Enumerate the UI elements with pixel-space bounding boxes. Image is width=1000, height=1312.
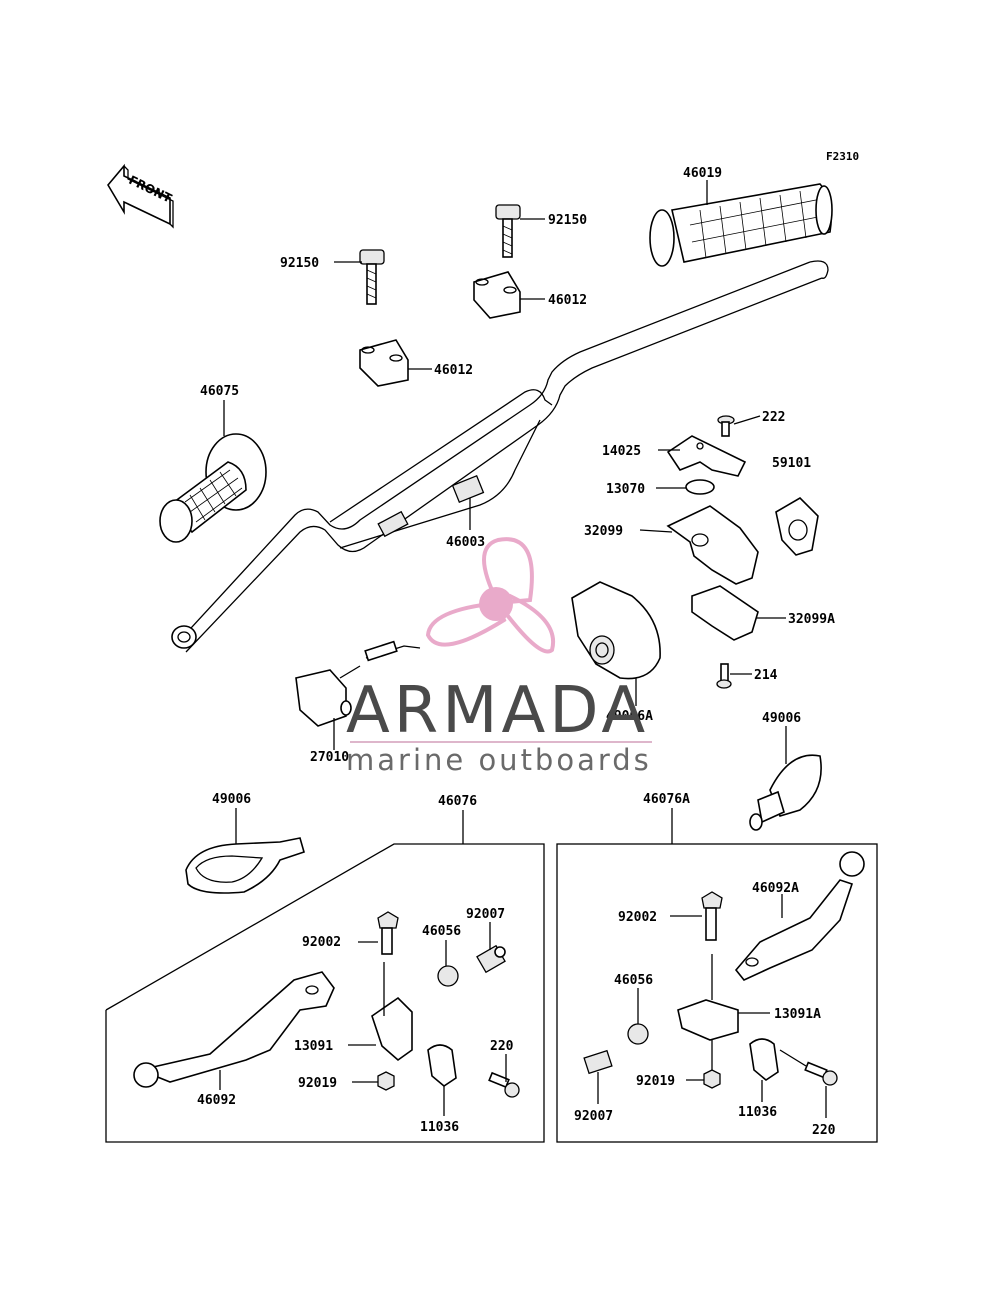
- label-46092: 46092: [197, 1093, 236, 1108]
- label-220-left: 220: [490, 1039, 514, 1054]
- label-46012-upper: 46012: [548, 293, 587, 308]
- label-14025: 14025: [602, 444, 641, 459]
- box-46076: [105, 843, 545, 1143]
- label-92002-left: 92002: [302, 935, 341, 950]
- nut-92019-right: [703, 1069, 721, 1089]
- label-32099: 32099: [584, 524, 623, 539]
- holder-13091: [371, 996, 413, 1062]
- right-grip-46019: [649, 183, 833, 267]
- label-46092A: 46092A: [752, 881, 799, 896]
- watermark-name: ARMADA: [346, 674, 649, 748]
- bolt-92150-left: [359, 249, 385, 305]
- label-92019-right: 92019: [636, 1074, 675, 1089]
- label-46075: 46075: [200, 384, 239, 399]
- label-46076A: 46076A: [643, 792, 690, 807]
- label-59101: 59101: [772, 456, 811, 471]
- label-92150-right: 92150: [548, 213, 587, 228]
- clamp-11036-left: [427, 1044, 457, 1087]
- guard-49006-left: [185, 837, 305, 894]
- leader-lines: [219, 180, 827, 1118]
- label-46076: 46076: [438, 794, 477, 809]
- label-214: 214: [754, 668, 778, 683]
- ring-13070: [685, 479, 715, 495]
- label-13070: 13070: [606, 482, 645, 497]
- screw-214: [716, 663, 732, 689]
- label-222: 222: [762, 410, 785, 425]
- label-13091A: 13091A: [774, 1007, 821, 1022]
- figure-code: F2310: [826, 150, 859, 163]
- clamp-46012-upper: [473, 271, 521, 319]
- label-49006-right: 49006: [762, 711, 801, 726]
- clamp-46012-lower: [359, 339, 409, 387]
- cover-14025: [666, 435, 747, 477]
- label-46012-lower: 46012: [434, 363, 473, 378]
- label-11036-right: 11036: [738, 1105, 777, 1120]
- adjuster-92007-right: [583, 1049, 613, 1075]
- bolt-92002-left: [377, 911, 399, 955]
- front-arrow-icon: FRONT: [107, 163, 175, 229]
- adjuster-92007-left: [476, 944, 506, 974]
- label-92019-left: 92019: [298, 1076, 337, 1091]
- box-46076A: [556, 843, 878, 1143]
- nut-92019-left: [377, 1071, 395, 1091]
- switch-27010: [295, 640, 421, 727]
- part-labels: 46019 92150 92150 46012 46012 46075 222 …: [197, 166, 836, 1138]
- part-59101: [775, 496, 819, 556]
- label-220-right: 220: [812, 1123, 836, 1138]
- label-46003: 46003: [446, 535, 485, 550]
- screw-222: [717, 415, 735, 437]
- label-92007-left: 92007: [466, 907, 505, 922]
- watermark-tagline: marine outboards: [346, 743, 652, 777]
- left-grip-46075: [159, 433, 267, 543]
- housing-32099: [666, 505, 759, 585]
- label-13091: 13091: [294, 1039, 333, 1054]
- lever-46092: [133, 971, 335, 1088]
- propeller-logo-icon: [425, 537, 556, 654]
- clamp-11036-right: [749, 1038, 779, 1081]
- label-46056-left: 46056: [422, 924, 461, 939]
- label-49006A: 49006A: [606, 709, 653, 724]
- bolt-92150-right: [495, 204, 521, 258]
- adjuster-46056-left: [437, 965, 459, 987]
- bolt-220-left: [488, 1071, 520, 1098]
- label-27010: 27010: [310, 750, 349, 765]
- lever-46092A: [734, 851, 865, 981]
- label-11036-left: 11036: [420, 1120, 459, 1135]
- label-46019: 46019: [683, 166, 722, 181]
- label-92002-right: 92002: [618, 910, 657, 925]
- adjuster-46056-right: [627, 1023, 649, 1045]
- label-49006-left: 49006: [212, 792, 251, 807]
- guard-49006-right: [749, 754, 822, 831]
- bolt-220-right: [804, 1061, 838, 1086]
- label-92007-right: 92007: [574, 1109, 613, 1124]
- guard-49006A: [571, 581, 661, 680]
- label-46056-right: 46056: [614, 973, 653, 988]
- holder-13091A: [677, 999, 739, 1041]
- bolt-92002-right: [701, 891, 723, 941]
- label-92150-left: 92150: [280, 256, 319, 271]
- handlebar-46003: [171, 260, 829, 653]
- label-32099A: 32099A: [788, 612, 835, 627]
- housing-32099A: [691, 585, 759, 641]
- watermark: ARMADA marine outboards: [346, 537, 652, 777]
